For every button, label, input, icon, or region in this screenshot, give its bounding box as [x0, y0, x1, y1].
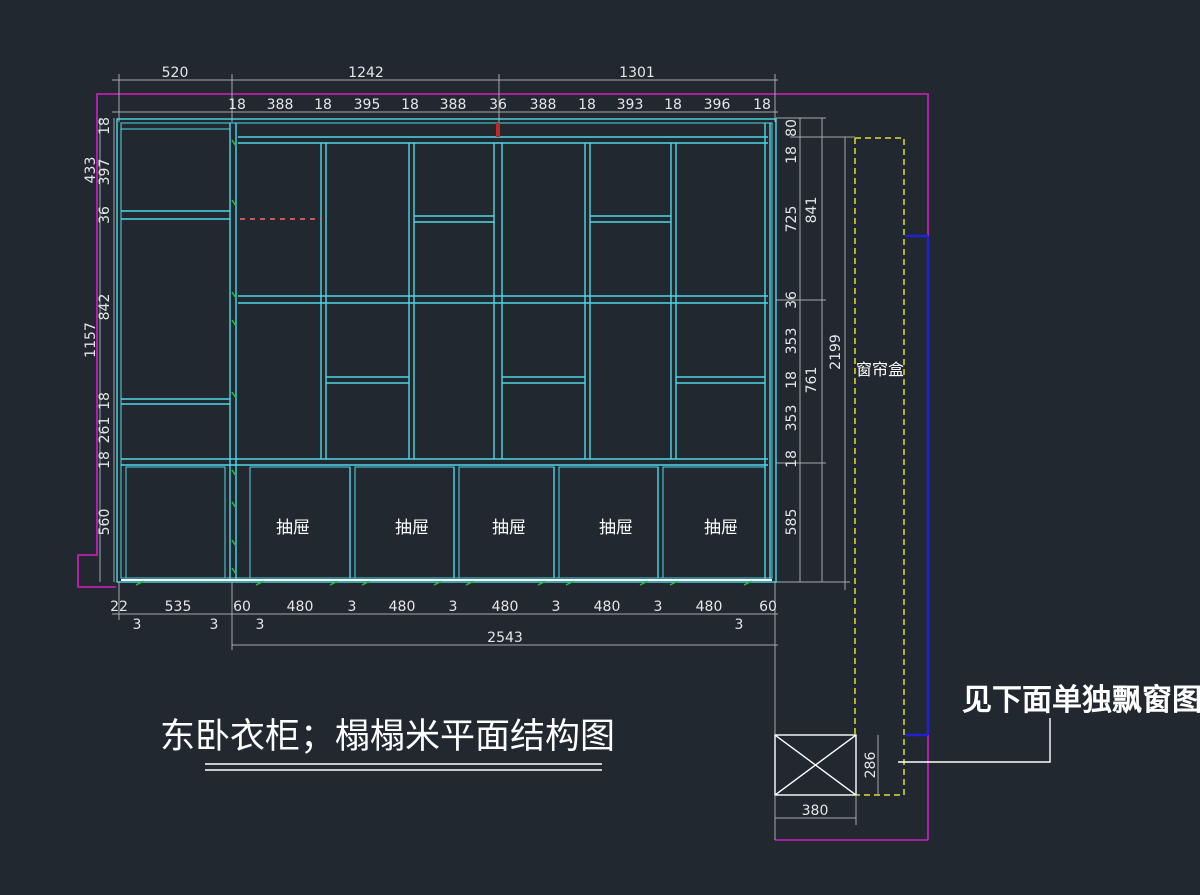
dim-bottom-small: 3: [210, 617, 219, 633]
dim-left-outer: 433: [83, 157, 99, 184]
note-leader: [898, 718, 1051, 763]
room-outline: [77, 93, 929, 841]
dim-top-overall: 1242: [348, 65, 384, 81]
dim-top-detail: 18: [228, 97, 246, 113]
dim-bottom: 480: [696, 599, 723, 615]
dim-right-outer: 761: [804, 367, 820, 394]
box-dim-height: 286: [863, 752, 879, 779]
dim-right: 353: [784, 405, 800, 432]
dim-left: 18: [97, 392, 113, 410]
dim-right: 725: [784, 206, 800, 233]
dim-right: 18: [784, 450, 800, 468]
dim-bottom: 22: [110, 599, 128, 615]
dim-bottom: 60: [233, 599, 251, 615]
dim-top-detail: 395: [354, 97, 381, 113]
dim-left: 397: [97, 159, 113, 186]
dim-bottom: 3: [449, 599, 458, 615]
dim-bottom: 480: [594, 599, 621, 615]
dim-bottom: 480: [287, 599, 314, 615]
dim-bottom: 3: [552, 599, 561, 615]
dim-bottom: 480: [492, 599, 519, 615]
dim-left: 18: [97, 451, 113, 469]
dim-top-detail: 18: [578, 97, 596, 113]
drawing-title: 东卧衣柜；榻榻米平面结构图: [160, 717, 615, 756]
dim-bottom: 3: [654, 599, 663, 615]
hinge-marks: [135, 139, 753, 586]
drawer-label: 抽屉: [276, 518, 310, 538]
dim-right-outer: 841: [804, 197, 820, 224]
drawer-label: 抽屉: [492, 518, 526, 538]
dim-top-detail: 18: [401, 97, 419, 113]
dim-top-detail: 18: [753, 97, 771, 113]
dim-top-detail: 36: [489, 97, 507, 113]
dim-top-detail: 18: [664, 97, 682, 113]
dim-top-detail: 388: [267, 97, 294, 113]
dim-bottom: 60: [759, 599, 777, 615]
dim-bottom-small: 3: [133, 617, 142, 633]
curtain-box-label: 窗帘盒: [856, 360, 904, 379]
dim-bottom-small: 3: [256, 617, 265, 633]
dim-left: 36: [97, 206, 113, 224]
box-dim-width: 380: [802, 803, 829, 819]
note-label: 见下面单独飘窗图: [962, 683, 1200, 717]
drawer-labels: 抽屉 抽屉 抽屉 抽屉 抽屉: [276, 518, 738, 538]
dim-bottom-small: 3: [735, 617, 744, 633]
dim-top-overall: 520: [162, 65, 189, 81]
dim-right: 80: [784, 119, 800, 137]
dim-top-overall: 1301: [619, 65, 655, 81]
dim-right: 36: [784, 291, 800, 309]
drawer-label: 抽屉: [395, 518, 429, 538]
dim-top-detail: 393: [617, 97, 644, 113]
dim-bottom-total: 2543: [487, 630, 523, 646]
dim-top-detail: 388: [530, 97, 557, 113]
cabinet-structure: [116, 118, 777, 583]
drawer-label: 抽屉: [599, 518, 633, 538]
drawer-label: 抽屉: [704, 518, 738, 538]
dim-right-outer: 2199: [828, 334, 844, 370]
dim-right: 18: [784, 371, 800, 389]
dim-right: 585: [784, 509, 800, 536]
curtain-box-area: [854, 137, 930, 796]
dim-top-detail: 18: [314, 97, 332, 113]
dim-left: 842: [97, 294, 113, 321]
dim-left: 261: [97, 417, 113, 444]
dim-left: 560: [97, 509, 113, 536]
dim-bottom: 3: [348, 599, 357, 615]
dim-top-detail: 396: [704, 97, 731, 113]
title-underline: [205, 763, 602, 771]
dim-left: 18: [97, 117, 113, 135]
dimension-labels: 520 1242 1301 18 388 18 395 18 388 36 388 18 393 18 39…: [83, 65, 879, 819]
dim-right: 18: [784, 146, 800, 164]
crossed-box: [774, 734, 879, 825]
dim-left-outer: 1157: [83, 322, 99, 358]
dim-right: 353: [784, 328, 800, 355]
dim-top-detail: 388: [440, 97, 467, 113]
dim-bottom: 535: [165, 599, 192, 615]
dim-bottom: 480: [389, 599, 416, 615]
